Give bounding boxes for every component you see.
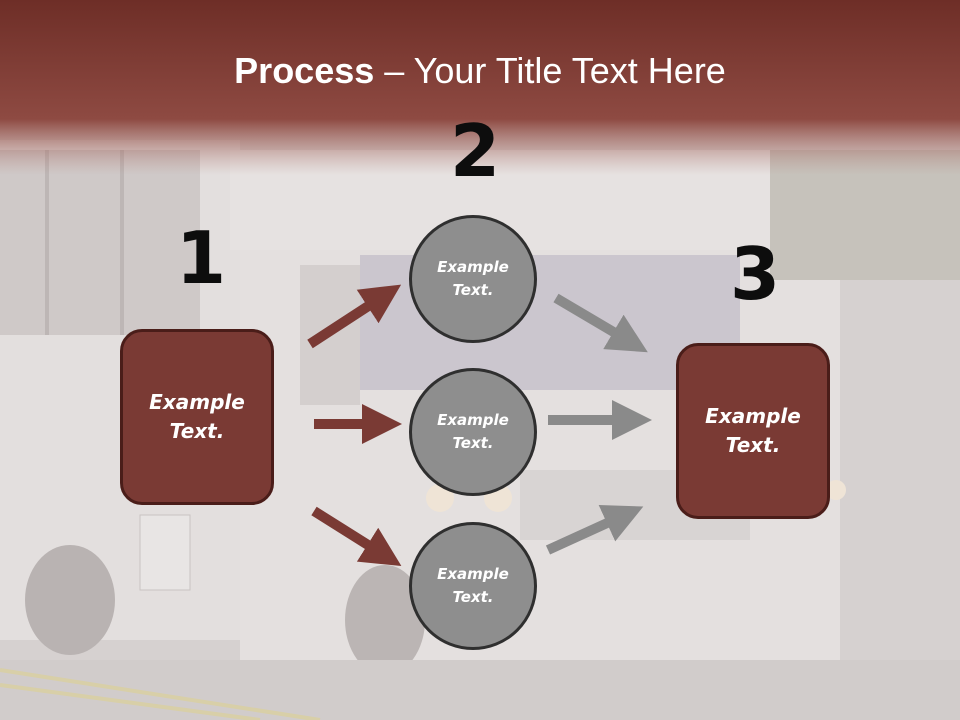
- step-number-2: 2: [450, 109, 501, 193]
- arrow-left-to-bottom: [311, 506, 402, 566]
- arrow-top-to-right: [553, 293, 648, 353]
- arrow-bottom-to-right: [545, 504, 644, 555]
- left-box-line-2: Text.: [169, 419, 225, 443]
- step-number-3: 3: [730, 232, 781, 316]
- circle-middle-line-2: Text.: [452, 434, 494, 452]
- slide-title: Process – Your Title Text Here: [0, 50, 960, 92]
- title-rest: – Your Title Text Here: [374, 50, 726, 91]
- circle-top-line-1: Example: [437, 258, 509, 276]
- right-box-line-2: Text.: [725, 433, 781, 457]
- circle-bottom-line-1: Example: [437, 565, 509, 583]
- right-box-line-1: Example: [705, 404, 801, 428]
- circle-top-line-2: Text.: [452, 281, 494, 299]
- arrow-left-to-top: [307, 284, 402, 349]
- circle-middle-line-1: Example: [437, 411, 509, 429]
- title-bold: Process: [234, 50, 375, 91]
- step-number-1: 1: [176, 216, 227, 300]
- left-box-line-1: Example: [149, 390, 245, 414]
- circle-bottom-line-2: Text.: [452, 588, 494, 606]
